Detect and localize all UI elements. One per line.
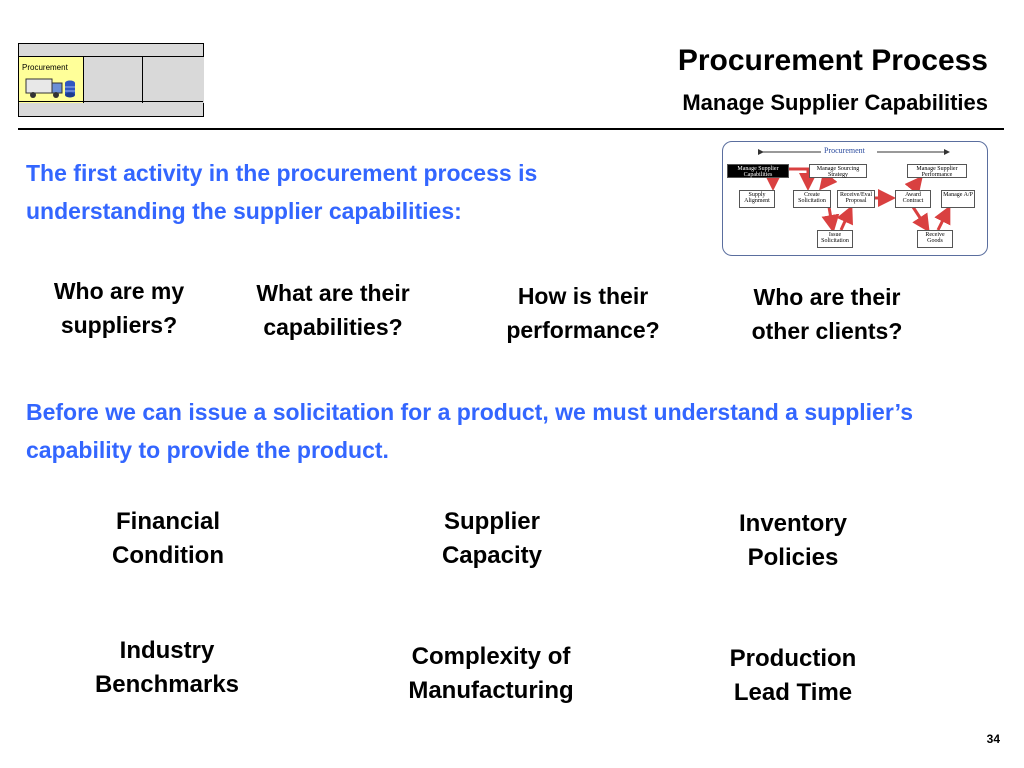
box-issue-solicitation: Issue Solicitation	[817, 230, 853, 248]
box-receive-eval-proposal: Receive/Eval Proposal	[837, 190, 875, 208]
box-manage-sourcing-strategy: Manage Sourcing Strategy	[809, 164, 867, 178]
header-divider	[18, 128, 1004, 130]
diagram-arrows	[758, 149, 951, 233]
question-performance: How is their performance?	[506, 283, 660, 343]
capability-production-lead-time: Production Lead Time	[729, 645, 857, 706]
box-create-solicitation: Create Solicitation	[793, 190, 831, 208]
question-capabilities: What are their capabilities?	[256, 280, 410, 340]
nav-cell-2[interactable]	[84, 57, 143, 103]
page-number: 34	[986, 732, 1000, 746]
intro-text: The first activity in the procurement pr…	[26, 160, 538, 224]
nav-grid-bottom-row	[19, 101, 203, 116]
nav-cell-procurement[interactable]: Procurement	[19, 57, 84, 103]
box-receive-goods: Receive Goods	[917, 230, 953, 248]
box-supply-alignment: Supply Alignment	[739, 190, 775, 208]
question-other-clients: Who are their other clients?	[751, 284, 903, 344]
page-title: Procurement Process	[677, 44, 988, 77]
question-who-suppliers: Who are my suppliers?	[53, 278, 185, 338]
statement-text: Before we can issue a solicitation for a…	[26, 399, 913, 463]
capability-financial-condition: Financial Condition	[112, 508, 224, 569]
box-award-contract: Award Contract	[895, 190, 931, 208]
capability-complexity-manufacturing: Complexity of Manufacturing	[408, 643, 574, 704]
nav-grid: Procurement	[18, 43, 204, 117]
box-manage-ap: Manage A/P	[941, 190, 975, 208]
capability-industry-benchmarks: Industry Benchmarks	[94, 637, 240, 698]
capability-supplier-capacity: Supplier Capacity	[441, 508, 543, 569]
nav-cell-label: Procurement	[22, 63, 68, 72]
box-manage-supplier-capabilities: Manage Supplier Capabilities	[727, 164, 789, 178]
box-manage-supplier-performance: Manage Supplier Performance	[907, 164, 967, 178]
truck-icon	[25, 78, 75, 98]
capability-inventory-policies: Inventory Policies	[738, 510, 848, 571]
page-subtitle: Manage Supplier Capabilities	[682, 90, 988, 115]
nav-grid-top-row	[19, 44, 203, 57]
diagram-label: Procurement	[824, 146, 865, 155]
process-diagram: Procurement Manage Supplier Capabilities…	[722, 141, 988, 256]
nav-cell-3[interactable]	[143, 57, 204, 103]
